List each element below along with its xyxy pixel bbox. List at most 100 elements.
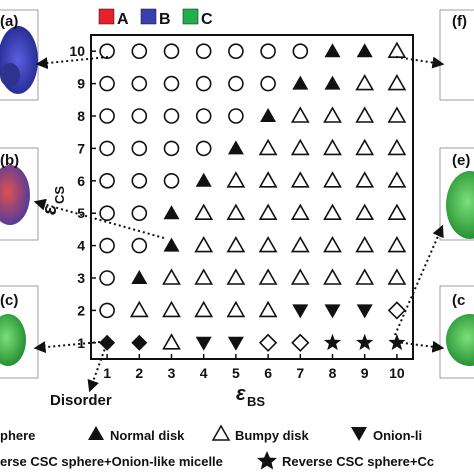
y-tick-label: 10 — [69, 43, 85, 59]
marker-bumpy-disk — [290, 268, 310, 285]
panel-label-f: (f) — [452, 13, 467, 30]
panel-e-green-micelle — [446, 171, 474, 239]
marker-bumpy-disk — [355, 268, 375, 285]
marker-normal-disk — [292, 75, 309, 90]
marker-sphere — [163, 140, 180, 157]
marker-reverse-csc-onion — [387, 301, 407, 320]
marker-bumpy-disk — [290, 106, 310, 123]
legend-reverse-csc-star-marker — [257, 451, 277, 470]
x-tick-label: 4 — [200, 365, 208, 381]
x-axis-title-main: ε — [236, 383, 246, 405]
marker-bumpy-disk — [323, 268, 342, 285]
y-axis-title-sub: CS — [52, 186, 67, 204]
marker-onion-micelle — [195, 336, 212, 351]
marker-normal-disk — [356, 43, 373, 58]
marker-bumpy-disk — [355, 73, 375, 91]
marker-sphere — [228, 75, 244, 92]
marker-bumpy-disk — [194, 300, 214, 318]
marker-reverse-csc-onion — [258, 333, 278, 352]
marker-bumpy-disk — [290, 171, 310, 188]
marker-sphere — [260, 75, 276, 92]
marker-bumpy-disk — [226, 300, 246, 318]
marker-normal-disk — [324, 43, 341, 58]
marker-sphere — [292, 43, 309, 60]
marker-bumpy-disk — [387, 73, 407, 91]
marker-bumpy-disk — [258, 138, 278, 156]
marker-sphere — [131, 140, 148, 157]
x-tick-label: 1 — [103, 365, 111, 381]
legend-bumpy-disk-marker — [211, 424, 231, 441]
marker-bumpy-disk — [290, 235, 310, 253]
marker-reverse-csc-star — [356, 333, 374, 351]
marker-sphere — [195, 140, 212, 157]
marker-onion-micelle — [292, 304, 309, 319]
marker-bumpy-disk — [226, 171, 246, 188]
disorder-label: Disorder — [50, 392, 112, 409]
panel-a: (a) — [0, 9, 39, 101]
marker-bumpy-disk — [323, 138, 342, 156]
marker-sphere — [195, 43, 212, 60]
marker-sphere — [99, 75, 115, 92]
marker-sphere — [163, 173, 180, 189]
panel-label-e: (e) — [452, 152, 470, 169]
marker-bumpy-disk — [226, 235, 246, 253]
marker-normal-disk — [260, 108, 277, 122]
marker-normal-disk — [163, 205, 180, 220]
arrow-to-panel-c — [33, 341, 101, 354]
marker-bumpy-disk — [387, 203, 407, 220]
marker-normal-disk — [195, 172, 212, 187]
panel-b-red-micelle — [0, 165, 30, 225]
marker-disorder — [131, 334, 148, 351]
y-tick-label: 4 — [77, 238, 85, 254]
x-tick-label: 7 — [296, 365, 304, 381]
x-tick-label: 2 — [135, 365, 143, 381]
y-tick-label: 5 — [77, 205, 85, 221]
x-tick-label: 6 — [264, 365, 272, 381]
y-axis-title: ε CS — [39, 186, 67, 215]
marker-bumpy-disk — [355, 203, 375, 220]
legend-swatch-b — [140, 8, 157, 25]
marker-onion-micelle — [227, 336, 244, 351]
y-tick-label: 9 — [77, 76, 85, 92]
marker-bumpy-disk — [387, 106, 407, 123]
legend-label-c: C — [201, 11, 213, 28]
marker-bumpy-disk — [258, 300, 278, 318]
legend-label-a: A — [117, 11, 129, 28]
marker-sphere — [163, 108, 180, 124]
marker-bumpy-disk — [162, 268, 181, 285]
panel-b: (b) — [0, 147, 39, 241]
marker-bumpy-disk — [258, 203, 278, 220]
marker-bumpy-disk — [162, 300, 181, 318]
arrow-to-panel-b — [33, 198, 165, 239]
marker-sphere — [99, 237, 115, 254]
marker-sphere — [228, 43, 244, 60]
marker-sphere — [131, 205, 148, 221]
marker-bumpy-disk — [387, 268, 407, 285]
legend-onion-micelle-label: Onion-li — [373, 428, 422, 443]
top-legend: A B C — [98, 8, 213, 28]
panel-e: (e) — [439, 147, 474, 241]
panel-f: (f) — [439, 9, 474, 101]
y-tick-label: 2 — [77, 302, 85, 318]
marker-bumpy-disk — [258, 171, 278, 188]
legend-normal-disk-marker — [88, 426, 104, 440]
marker-normal-disk — [227, 140, 244, 155]
marker-bumpy-disk — [194, 268, 214, 285]
legend-onion-micelle-marker — [351, 427, 367, 441]
panel-c-green-micelle — [0, 314, 26, 366]
marker-sphere — [131, 75, 148, 92]
panel-c-right: (c — [439, 285, 474, 379]
bottom-legend: phere Normal disk Bumpy disk Onion-li er… — [0, 424, 434, 470]
plot-markers — [99, 41, 407, 352]
marker-sphere — [99, 205, 115, 221]
x-tick-label: 10 — [389, 365, 405, 381]
marker-bumpy-disk — [323, 171, 342, 188]
marker-bumpy-disk — [162, 333, 181, 350]
marker-sphere — [131, 43, 148, 60]
panel-label-b: (b) — [0, 152, 19, 169]
marker-bumpy-disk — [258, 268, 278, 285]
marker-bumpy-disk — [226, 203, 246, 220]
marker-reverse-csc-onion — [291, 333, 310, 352]
marker-bumpy-disk — [226, 268, 246, 285]
